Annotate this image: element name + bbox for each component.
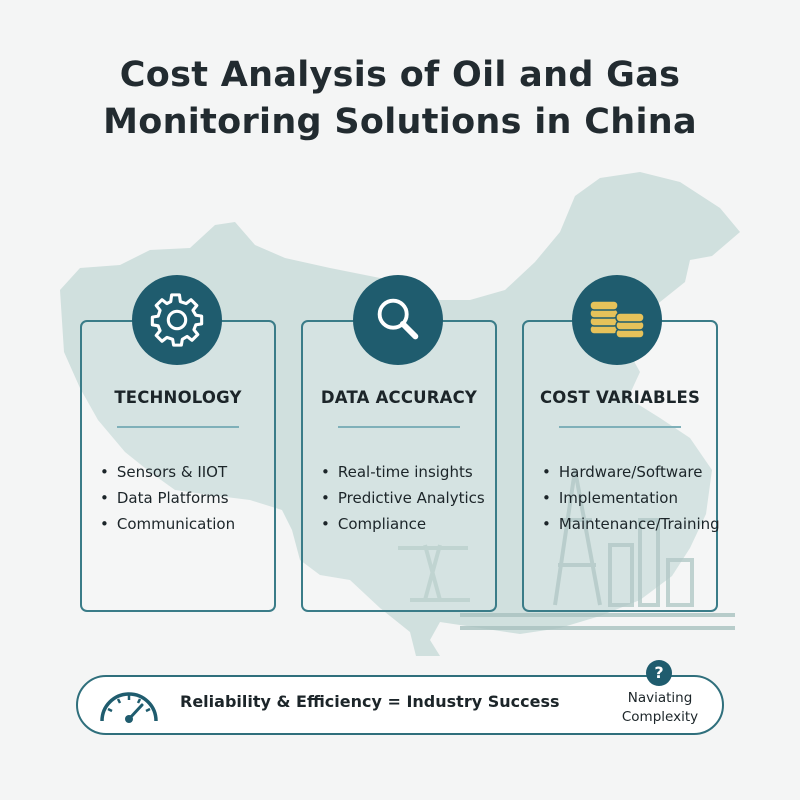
summary-text: Reliability & Efficiency = Industry Succ… [180, 692, 560, 711]
list-item: Predictive Analytics [321, 485, 485, 511]
cost-variables-card-divider [559, 426, 681, 428]
side-note-line-2: Complexity [621, 709, 699, 725]
cost-variables-card-list: Hardware/Software Implementation Mainten… [542, 459, 720, 537]
page-title-line-2: Monitoring Solutions in China [103, 102, 697, 142]
page-title-line-1: Cost Analysis of Oil and Gas [119, 55, 681, 95]
magnifier-icon [353, 275, 443, 365]
page-title: Cost Analysis of Oil and Gas Monitoring … [0, 52, 800, 146]
side-note: Naviating Complexity [600, 689, 720, 727]
coins-icon [572, 275, 662, 365]
question-icon: ? [646, 660, 672, 686]
list-item: Data Platforms [100, 485, 235, 511]
technology-card: TECHNOLOGY Sensors & IIOT Data Platforms… [80, 320, 276, 612]
gauge-icon [100, 692, 158, 723]
list-item: Real-time insights [321, 459, 485, 485]
list-item: Implementation [542, 485, 720, 511]
technology-card-title: TECHNOLOGY [114, 388, 242, 407]
list-item: Hardware/Software [542, 459, 720, 485]
cost-variables-card: COST VARIABLES Hardware/Software Impleme… [522, 320, 720, 612]
data-accuracy-card: DATA ACCURACY Real-time insights Predict… [301, 320, 497, 612]
data-accuracy-card-divider [338, 426, 460, 428]
technology-card-list: Sensors & IIOT Data Platforms Communicat… [100, 459, 235, 537]
data-accuracy-card-list: Real-time insights Predictive Analytics … [321, 459, 485, 537]
data-accuracy-card-title: DATA ACCURACY [320, 388, 478, 407]
side-note-line-1: Naviating [627, 690, 693, 706]
list-item: Maintenance/Training [542, 511, 720, 537]
list-item: Communication [100, 511, 235, 537]
technology-card-divider [117, 426, 239, 428]
gear-icon [132, 275, 222, 365]
cost-variables-card-title: COST VARIABLES [539, 388, 701, 407]
list-item: Compliance [321, 511, 485, 537]
summary-banner: Reliability & Efficiency = Industry Succ… [76, 675, 724, 735]
list-item: Sensors & IIOT [100, 459, 235, 485]
